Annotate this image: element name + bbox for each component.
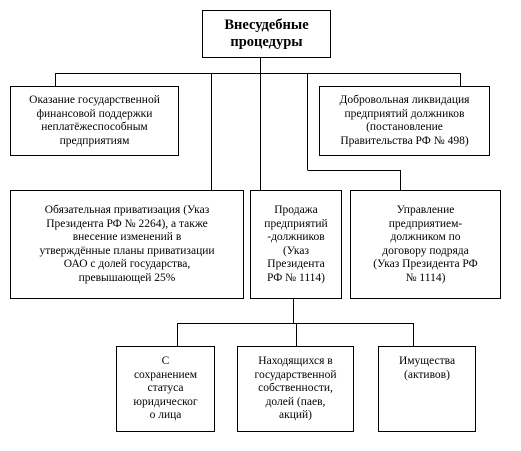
node-sale-of-debtor-enterprises: Продажа предприятий -должников (Указ Пре… bbox=[250, 190, 342, 299]
node-voluntary-liquidation: Добровольная ликвидация предприятий долж… bbox=[319, 86, 490, 156]
node-mandatory-privatization: Обязательная приватизация (Указ Президен… bbox=[10, 190, 244, 299]
node-debtor-management-contract: Управление предприятием- должником по до… bbox=[350, 190, 501, 299]
node-state-financial-support: Оказание государственной финансовой подд… bbox=[10, 86, 179, 156]
node-state-owned-shares: Находящихся в государственной собственно… bbox=[237, 346, 354, 432]
root-node-extrajudicial-procedures: Внесудебные процедуры bbox=[202, 10, 331, 58]
node-property-assets: Имущества (активов) bbox=[378, 346, 476, 432]
node-preserving-legal-entity: С сохранением статуса юридическог о лица bbox=[116, 346, 215, 432]
